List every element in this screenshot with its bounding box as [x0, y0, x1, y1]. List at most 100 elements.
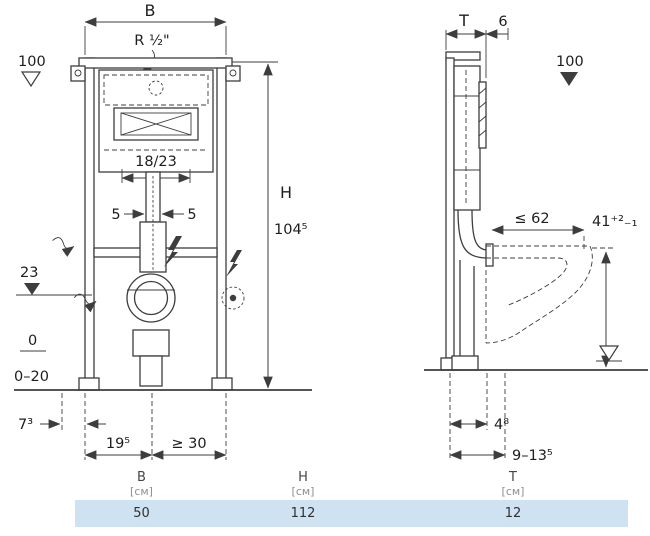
concealed-cistern: [98, 69, 214, 173]
level-mark-zero-side: [596, 345, 622, 362]
dim-gap-left: 5: [111, 207, 145, 223]
water-inlet-icon: [148, 80, 164, 96]
table-value-cell: 12: [504, 506, 522, 521]
level-mark-100-front: 100: [18, 54, 46, 88]
dim-bowl-height: 41⁺²₋₁: [592, 214, 638, 368]
wc-pan-inner-line: [486, 257, 568, 307]
frame-foot-left: [78, 377, 100, 391]
cistern-body-side: [453, 65, 481, 211]
column-label: B: [137, 470, 146, 485]
lightning-icon: [164, 236, 182, 267]
dim-min30-label: ≥ 30: [171, 436, 206, 452]
frame-foot-right: [211, 377, 233, 391]
bend-outer-curve: [457, 209, 489, 259]
power-outlet-position: [221, 286, 245, 310]
flush-bend-side: [451, 209, 494, 371]
dim-104-label: 104⁵: [274, 222, 308, 238]
below-floor-dims-side: 4⁸ 9–13⁵: [449, 373, 553, 464]
hatch-line: [478, 129, 487, 137]
gap-right-label: 5: [187, 207, 196, 223]
level-100-label: 100: [556, 54, 584, 70]
dim-9135-label: 9–13⁵: [512, 448, 553, 464]
cistern-inner-outline: [103, 74, 209, 106]
lightning-icon: [226, 250, 242, 277]
dimension-table-header: B [см] H [см] T [см]: [75, 468, 628, 500]
column-label: H: [298, 470, 308, 485]
table-header-cell: H [см]: [208, 468, 398, 500]
dim-t-label: T: [458, 11, 469, 30]
dim-62-label: ≤ 62: [514, 211, 549, 227]
frame-top-bar: [78, 57, 233, 69]
wall-bracket-right: [225, 65, 241, 82]
drain-inner-circle: [133, 280, 169, 316]
frame-rail-right: [216, 57, 227, 391]
sound-insulation-symbols: [52, 237, 97, 313]
level-mark-zero: 0 0–20: [14, 333, 49, 385]
bracket-hole: [74, 69, 82, 77]
dim-window-label: 18/23: [135, 154, 177, 170]
filled-level-triangle-icon: [560, 72, 578, 86]
frame-rail-left: [84, 57, 95, 391]
dim-73-label: 7³: [18, 417, 33, 433]
level-mark-100-side: 100: [556, 54, 584, 86]
wc-pan-silhouette: [485, 245, 593, 344]
dimension-table: B [см] H [см] T [см] 50 112 12: [75, 468, 628, 527]
technical-drawing-svg: B R ½" 100: [14, 1, 648, 464]
dim-b-label: B: [145, 1, 156, 20]
gap-left-label: 5: [111, 207, 120, 223]
column-label: T: [509, 470, 517, 485]
frame-rail-side: [445, 57, 455, 359]
dim-gap-right: 5: [161, 207, 197, 223]
wc-connection-flange: [485, 243, 494, 267]
column-unit: [см]: [501, 485, 525, 498]
wc-pan-outline: [485, 245, 593, 344]
dim-h-label: H: [280, 183, 292, 202]
water-connection-label: R ½": [134, 33, 169, 49]
column-unit: [см]: [291, 485, 315, 498]
cistern-side: [453, 65, 487, 211]
wall-bracket-left: [70, 65, 86, 82]
squiggle-icon: [73, 293, 97, 313]
open-level-triangle-icon: [20, 71, 42, 88]
drain-socket: [126, 273, 176, 387]
power-outlet-center: [229, 294, 237, 302]
dim-height-h: H 104⁵: [232, 61, 308, 389]
dim-6-label: 6: [498, 14, 507, 30]
frame-top-cap: [445, 51, 481, 61]
dim-41-label: 41⁺²₋₁: [592, 214, 638, 230]
level-23-label: 23: [20, 265, 38, 281]
table-value-cell: 50: [133, 506, 150, 521]
dim-48-label: 4⁸: [494, 417, 509, 433]
open-level-triangle-icon: [598, 345, 620, 362]
bend-inner-curve: [471, 209, 489, 251]
bracket-hole: [229, 69, 237, 77]
flush-plate-side: [478, 81, 487, 149]
dim-max-depth: ≤ 62: [491, 211, 585, 252]
outlet-pipe: [139, 355, 163, 387]
flush-pipe-assembly: [139, 171, 167, 273]
hatch-line: [478, 101, 487, 109]
filled-level-triangle-icon: [24, 283, 40, 295]
dim-width-b: B: [84, 1, 227, 55]
outlet-bend-housing: [132, 329, 170, 357]
squiggle-icon: [52, 237, 75, 257]
table-header-cell: T [см]: [398, 468, 628, 500]
side-view: T 6 100: [424, 11, 648, 464]
level-100-label: 100: [18, 54, 46, 70]
dimension-table-values: 50 112 12: [75, 500, 628, 527]
dim-195-label: 19⁵: [106, 436, 130, 452]
level-zero-label: 0: [28, 333, 37, 349]
hatch-line: [478, 115, 487, 123]
drain-elbow: [451, 355, 479, 371]
cross-line: [120, 112, 192, 136]
hatch-line: [478, 87, 487, 95]
flush-plate-opening: [120, 112, 192, 136]
front-view: B R ½" 100: [14, 1, 312, 460]
table-value-cell: 112: [290, 506, 316, 521]
dim-gap-6: 6: [485, 14, 509, 40]
mounting-frame: [70, 57, 241, 391]
table-header-cell: B [см]: [75, 468, 208, 500]
level-mark-23: 23: [16, 265, 92, 296]
column-unit: [см]: [130, 485, 153, 498]
